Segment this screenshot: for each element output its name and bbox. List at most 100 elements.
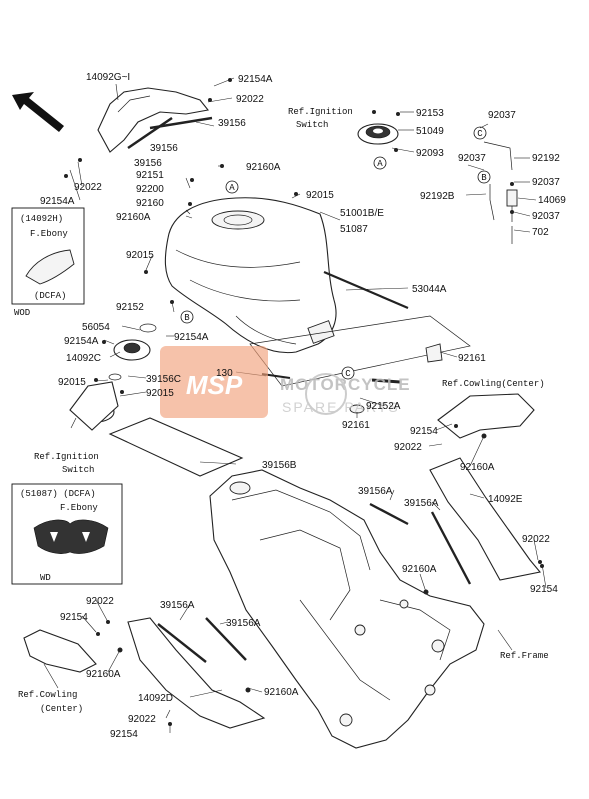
frame [209, 469, 485, 749]
label-92037: 92037 [458, 153, 486, 164]
svg-text:(14092H): (14092H) [20, 214, 63, 224]
label-92022: 92022 [74, 182, 102, 193]
ignition-switch-base [69, 323, 157, 431]
check-valve [506, 189, 518, 207]
label-14069: 14069 [538, 195, 566, 206]
tank-rubber-strip [323, 270, 409, 310]
svg-text:B: B [184, 313, 190, 323]
label-14092d: 14092D [138, 693, 173, 704]
fuel-tank [164, 197, 337, 354]
ref-cowling-center-right: Ref.Cowling(Center) [442, 379, 545, 389]
label-92160a: 92160A [86, 669, 121, 680]
label-39156b: 39156B [262, 460, 297, 471]
label-39156a: 39156A [160, 600, 195, 611]
label-51049: 51049 [416, 126, 444, 137]
cover-strip [149, 116, 213, 130]
label-92192b: 92192B [420, 191, 455, 202]
svg-text:A: A [229, 183, 235, 193]
tank-pad [108, 417, 244, 477]
svg-text:Switch: Switch [62, 465, 94, 475]
watermark: MSP MOTORCYCLE SPARE PARTS [160, 346, 410, 418]
label-92154a: 92154A [174, 332, 209, 343]
label-39156a: 39156A [404, 498, 439, 509]
label-39156a: 39156A [358, 486, 393, 497]
label-92200: 92200 [136, 184, 164, 195]
callout-b-pipe: B [477, 170, 491, 184]
label-702: 702 [532, 227, 549, 238]
label-92161: 92161 [458, 353, 486, 364]
callout-a-tank: A [225, 180, 239, 194]
label-53044a: 53044A [412, 284, 447, 295]
breather-hose [489, 184, 495, 221]
label-92037: 92037 [488, 110, 516, 121]
label-92160a: 92160A [116, 212, 151, 223]
inset-14092h-text: (14092H) F.Ebony (DCFA) WOD [14, 214, 68, 318]
svg-text:B: B [481, 173, 487, 183]
svg-text:A: A [377, 159, 383, 169]
inset-51087-text: (51087) (DCFA) F.Ebony WD [20, 489, 98, 583]
label-92154: 92154 [110, 729, 138, 740]
label-92037: 92037 [532, 211, 560, 222]
label-92154a: 92154A [238, 74, 273, 85]
front-direction-arrow-icon [12, 92, 64, 132]
label-92154: 92154 [530, 584, 558, 595]
label-92161: 92161 [342, 420, 370, 431]
label-14092c: 14092C [66, 353, 101, 364]
label-92022: 92022 [86, 596, 114, 607]
part-labels: 14092G~I 92154A 92022 39156 39156 39156 … [40, 72, 566, 740]
grommet [425, 343, 443, 363]
label-39156: 39156 [134, 158, 162, 169]
label-92152: 92152 [116, 302, 144, 313]
label-92037: 92037 [532, 177, 560, 188]
label-92154a: 92154A [40, 196, 75, 207]
label-92160: 92160 [136, 198, 164, 209]
svg-text:SPARE PARTS: SPARE PARTS [282, 399, 400, 415]
label-92015: 92015 [146, 388, 174, 399]
label-92093: 92093 [416, 148, 444, 159]
label-92015: 92015 [58, 377, 86, 388]
breather-hose [483, 141, 513, 171]
svg-text:WD: WD [40, 573, 51, 583]
svg-text:(DCFA): (DCFA) [34, 291, 66, 301]
label-92160a: 92160A [460, 462, 495, 473]
label-92192: 92192 [532, 153, 560, 164]
label-39156a: 39156A [226, 618, 261, 629]
fasteners [64, 78, 544, 726]
label-92160a: 92160A [402, 564, 437, 575]
svg-text:(Center): (Center) [40, 704, 83, 714]
side-cover-left [127, 617, 266, 729]
label-92022: 92022 [236, 94, 264, 105]
label-39156: 39156 [150, 143, 178, 154]
label-51087: 51087 [340, 224, 368, 235]
svg-text:MSP: MSP [186, 370, 243, 400]
leader-lines [43, 77, 547, 733]
label-92154: 92154 [60, 612, 88, 623]
label-14092g-i: 14092G~I [86, 72, 130, 83]
cowling-center-left [23, 629, 97, 673]
label-92022: 92022 [394, 442, 422, 453]
fuel-cap-opening [211, 210, 265, 230]
ref-frame: Ref.Frame [500, 651, 549, 661]
label-92152a: 92152A [366, 401, 401, 412]
callout-c-pipe: C [473, 126, 487, 140]
label-92160a: 92160A [246, 162, 281, 173]
callout-c-tank: C [341, 366, 355, 380]
tank-top-cover [97, 87, 210, 153]
callout-a-cap: A [373, 156, 387, 170]
fuel-cap [357, 123, 399, 145]
svg-text:Switch: Switch [296, 120, 328, 130]
svg-text:WOD: WOD [14, 308, 30, 318]
callout-b-tank: B [180, 310, 194, 324]
label-92015: 92015 [306, 190, 334, 201]
label-51001b-e: 51001B/E [340, 208, 384, 219]
label-92154a: 92154A [64, 336, 99, 347]
ref-cowling-center-left: Ref.Cowling [18, 690, 77, 700]
svg-text:F.Ebony: F.Ebony [60, 503, 98, 513]
label-92022: 92022 [522, 534, 550, 545]
svg-text:C: C [477, 129, 483, 139]
ref-ignition-switch-top: Ref.Ignition [288, 107, 353, 117]
label-92160a: 92160A [264, 687, 299, 698]
label-92153: 92153 [416, 108, 444, 119]
cover-strip [127, 116, 173, 150]
ref-ignition-switch-left: Ref.Ignition [34, 452, 99, 462]
